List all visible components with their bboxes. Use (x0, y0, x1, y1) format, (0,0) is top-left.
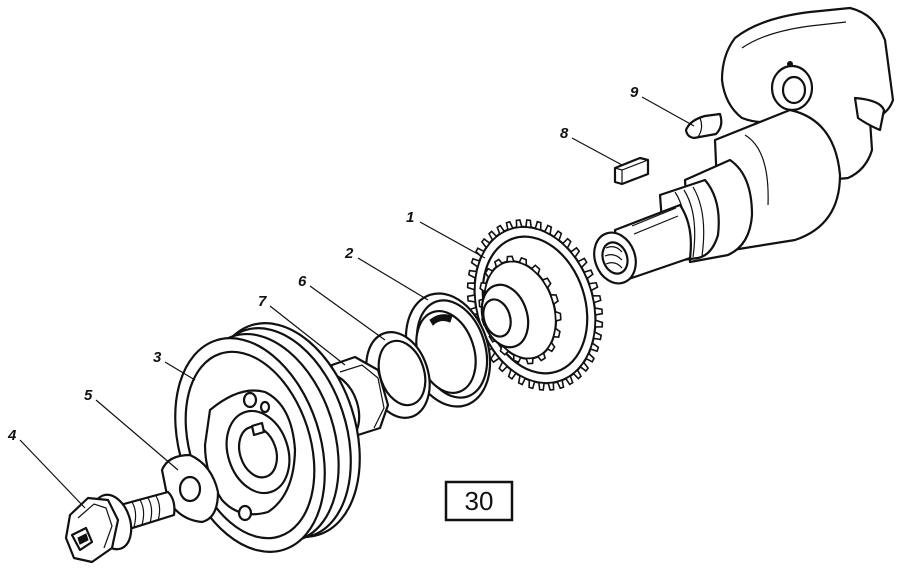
gear-tooth (484, 267, 494, 279)
pulley-washer (160, 453, 220, 524)
timing-gear (466, 219, 604, 391)
gear-tooth (488, 230, 498, 242)
gear-tooth (579, 361, 590, 373)
figure-number: 30 (465, 486, 494, 516)
leader-line-3 (164, 361, 196, 381)
gear-tooth (589, 341, 600, 353)
gear-tooth (564, 374, 574, 386)
square-key (613, 156, 650, 186)
gear-tooth (556, 379, 565, 390)
gear-tooth (470, 257, 481, 269)
gear-tooth (528, 378, 536, 390)
gear-tooth (505, 220, 514, 231)
leader-line-4 (19, 439, 86, 509)
gear-tooth (546, 341, 556, 353)
gear-tooth (593, 307, 604, 316)
callout-3: 3 (153, 349, 162, 366)
gear-tooth (480, 237, 491, 249)
gear-tooth (549, 294, 559, 306)
gear-tooth (475, 247, 486, 258)
crankshaft (593, 6, 895, 285)
callout-7: 7 (258, 293, 267, 310)
leader-line-1 (419, 221, 486, 259)
leader-line-5 (95, 399, 179, 471)
gear-tooth (530, 264, 541, 276)
gear-tooth (587, 281, 599, 292)
gear-tooth (569, 246, 581, 259)
gear-tooth (561, 237, 572, 250)
callout-6: 6 (298, 273, 307, 290)
gear-tooth (525, 219, 533, 229)
crank-pulley (174, 322, 361, 553)
callout-5: 5 (84, 387, 93, 404)
pulley-bolt (64, 490, 176, 564)
gear-tooth (493, 258, 504, 269)
gear-tooth (536, 351, 547, 362)
callout-numbers: 1 2 3 4 5 6 7 8 9 (7, 84, 639, 444)
gear-tooth (466, 294, 477, 303)
gear-tooth (584, 352, 595, 363)
gear-tooth (572, 368, 582, 380)
gear-tooth (541, 277, 552, 290)
gear-tooth (512, 353, 522, 364)
gear-tooth (499, 344, 510, 356)
gear-tooth (467, 269, 478, 280)
gear-tooth (498, 360, 509, 373)
gear-tooth (525, 357, 534, 365)
gear-tooth (479, 281, 488, 294)
gear-tooth (537, 381, 545, 391)
gear-tooth (534, 220, 542, 232)
callout-4: 4 (7, 427, 17, 444)
gear-tooth (507, 368, 518, 380)
gear-tooth (496, 224, 506, 236)
gear-tooth (518, 256, 528, 267)
gear-tooth (543, 224, 553, 236)
callout-9: 9 (630, 84, 639, 101)
leader-line-9 (641, 96, 695, 127)
gear-tooth (594, 319, 604, 328)
leader-line-8 (571, 137, 623, 166)
gear-tooth (592, 330, 603, 341)
gear-tooth (515, 219, 523, 229)
woodruff-key (684, 112, 723, 140)
leader-line-2 (357, 257, 429, 301)
gear-tooth (517, 374, 527, 386)
callout-2: 2 (344, 245, 354, 262)
gear-tooth (466, 282, 476, 291)
gear-tooth (576, 257, 588, 269)
gear-tooth (583, 269, 594, 280)
callout-1: 1 (406, 209, 414, 226)
gear-tooth (506, 255, 515, 263)
leader-line-7 (269, 305, 346, 366)
gear-tooth (552, 230, 563, 242)
figure-number-box: 30 (444, 480, 514, 522)
gear-tooth (552, 326, 561, 339)
gear-tooth (591, 294, 602, 304)
callout-8: 8 (560, 125, 569, 142)
leader-line-6 (309, 285, 386, 341)
gear-tooth (554, 310, 562, 323)
leader-lines (19, 96, 695, 509)
gear-tooth (547, 381, 555, 391)
